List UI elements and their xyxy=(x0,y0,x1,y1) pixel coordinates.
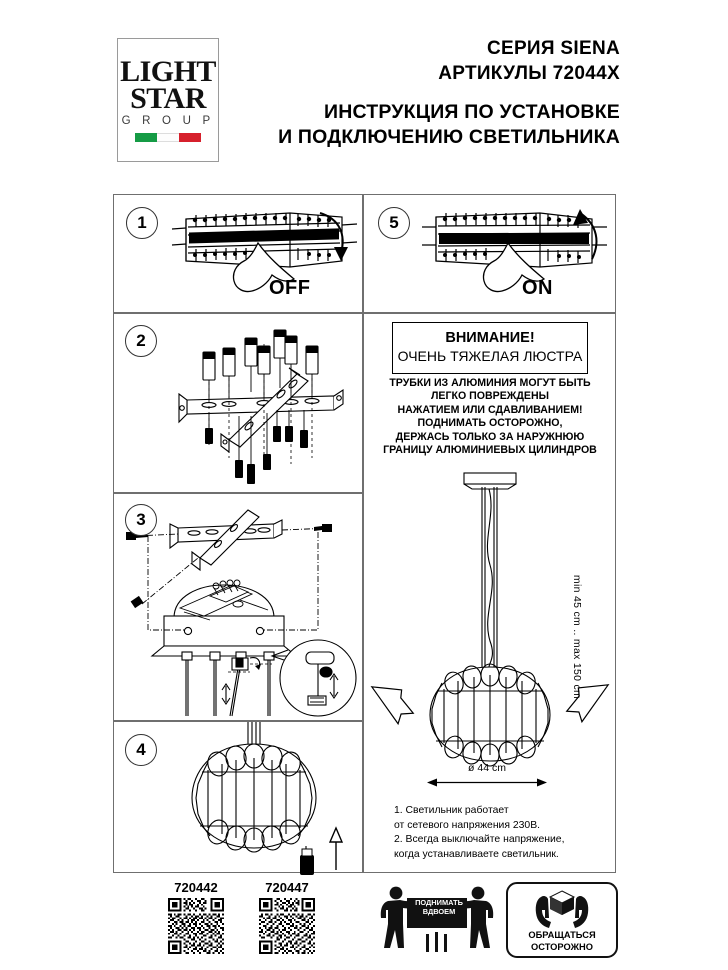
instruction-title-line1: ИНСТРУКЦИЯ ПО УСТАНОВКЕ xyxy=(323,101,620,123)
qr-code-image xyxy=(168,898,224,954)
rotate-up-arrow-icon xyxy=(573,209,598,260)
two-person-lift-icon xyxy=(380,886,494,952)
lift-text-line1: ПОДНИМАТЬ xyxy=(415,898,463,907)
title-block: СЕРИЯ SIENA АРТИКУЛЫ 72044X ИНСТРУКЦИЯ П… xyxy=(250,36,620,150)
product-overview-panel xyxy=(363,313,616,873)
note-line: от сетевого напряжения 230В. xyxy=(394,819,541,831)
insert-direction-arrow-icon xyxy=(328,826,344,870)
lamp-bulb-icon xyxy=(300,848,314,875)
step-1-number: 1 xyxy=(126,207,158,239)
fragile-hands-glyph xyxy=(535,890,589,928)
height-dimension-label: min 45 cm .. max 150 cm xyxy=(571,574,583,700)
warning-subtitle: ОЧЕНЬ ТЯЖЕЛАЯ ЛЮСТРА xyxy=(397,348,583,364)
electrical-notes: 1. Светильник работает от сетевого напря… xyxy=(394,804,609,862)
step-4-panel: 4 xyxy=(113,721,363,875)
pointer-arrows-icon xyxy=(370,684,610,726)
logo-line-1: LIGHT xyxy=(120,55,216,88)
warning-body-line: ДЕРЖАСЬ ТОЛЬКО ЗА НАРУЖНЮЮ xyxy=(395,430,585,443)
note-line: когда устанавливаете светильник. xyxy=(394,848,559,860)
wall-anchors xyxy=(202,329,319,400)
note-line: 1. Светильник работает xyxy=(394,805,509,816)
step-5-number: 5 xyxy=(378,207,410,239)
warning-body-line: НАЖАТИЕМ ИЛИ СДАВЛИВАНИЕМ! xyxy=(397,403,583,416)
step-3-panel: 3 xyxy=(113,493,363,721)
warning-body: ТРУБКИ ИЗ АЛЮМИНИЯ МОГУТ БЫТЬ ЛЕГКО ПОВР… xyxy=(372,377,608,457)
step-1-panel: 1 OFF xyxy=(113,194,363,313)
step-3-number: 3 xyxy=(125,504,157,536)
warning-body-line: ЛЕГКО ПОВРЕЖДЕНЫ xyxy=(430,390,549,403)
step-2-number: 2 xyxy=(125,325,157,357)
diameter-dimension: ø 44 cm xyxy=(427,762,547,788)
pendant-lamp-illustration xyxy=(370,472,610,767)
qr-code-label: 720447 xyxy=(265,880,309,895)
qr-code-image xyxy=(259,898,315,954)
handle-with-care-icon: ОБРАЩАТЬСЯ ОСТОРОЖНО xyxy=(506,882,618,958)
instruction-title-line2: И ПОДКЛЮЧЕНИЮ СВЕТИЛЬНИКА xyxy=(278,126,620,148)
article-title: АРТИКУЛЫ 72044X xyxy=(438,63,620,84)
care-pictogram-text: ОБРАЩАТЬСЯ ОСТОРОЖНО xyxy=(528,930,595,953)
care-text-line1: ОБРАЩАТЬСЯ xyxy=(528,930,596,940)
step-5-on-label: ON xyxy=(522,277,553,299)
circuit-breaker-on-illustration xyxy=(422,212,607,293)
canopy-wiring-illustration xyxy=(126,509,357,717)
series-title: СЕРИЯ SIENA xyxy=(486,38,620,59)
warning-body-line: ТРУБКИ ИЗ АЛЮМИНИЯ МОГУТ БЫТЬ xyxy=(389,377,591,389)
step-5-panel: 5 ON xyxy=(363,194,616,313)
care-text-line2: ОСТОРОЖНО xyxy=(531,941,593,952)
lift-text-line2: ВДВОЕМ xyxy=(422,907,456,917)
lift-pictogram-text: ПОДНИМАТЬ ВДВОЕМ xyxy=(408,898,470,917)
qr-code-item: 720447 xyxy=(251,880,323,954)
handling-pictograms: ПОДНИМАТЬ ВДВОЕМ xyxy=(378,882,618,960)
qr-code-row: 720442 xyxy=(160,880,340,960)
warning-title: ВНИМАНИЕ! xyxy=(445,330,535,346)
document-header: LIGHT STAR G R O U P СЕРИЯ SIENA АРТИКУЛ… xyxy=(0,0,728,180)
logo-line-2: STAR xyxy=(130,82,206,115)
step-4-number: 4 xyxy=(125,734,157,766)
italian-flag-icon xyxy=(135,133,201,142)
warning-body-line: ГРАНИЦУ АЛЮМИНИЕВЫХ ЦИЛИНДРОВ xyxy=(383,444,597,457)
warning-body-line: ПОДНИМАТЬ ОСТОРОЖНО, xyxy=(417,417,563,430)
warning-box: ВНИМАНИЕ! ОЧЕНЬ ТЯЖЕЛАЯ ЛЮСТРА xyxy=(392,322,588,374)
step-1-off-label: OFF xyxy=(269,277,311,299)
rotate-down-arrow-icon xyxy=(319,212,348,261)
diameter-dimension-label: ø 44 cm xyxy=(468,762,506,774)
qr-code-label: 720442 xyxy=(174,880,218,895)
step-2-panel: 2 xyxy=(113,313,363,493)
height-dimension: min 45 cm .. max 150 cm xyxy=(569,557,585,717)
logo-group-text: G R O U P xyxy=(121,115,215,127)
circuit-breaker-off-illustration xyxy=(171,212,358,293)
product-drawing xyxy=(370,465,610,785)
mounting-screws xyxy=(205,410,308,484)
qr-code-item: 720442 xyxy=(160,880,232,954)
brand-logo: LIGHT STAR G R O U P xyxy=(117,38,219,162)
mounting-bracket-assembly-illustration xyxy=(178,329,344,484)
diameter-arrow-icon xyxy=(427,778,547,787)
note-line: 2. Всегда выключайте напряжение, xyxy=(394,834,565,846)
chandelier-bulb-install-illustration xyxy=(191,722,344,875)
